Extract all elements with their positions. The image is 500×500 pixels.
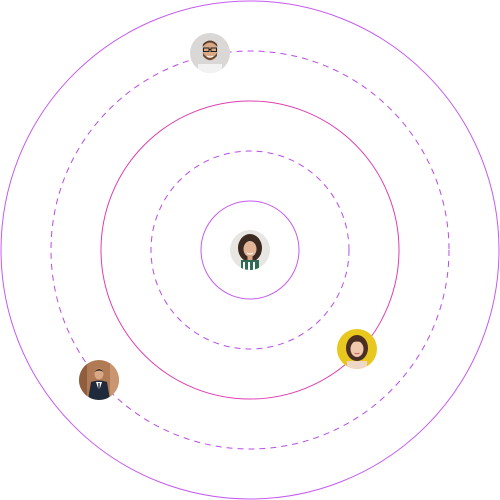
woman-yellow-background-avatar-icon	[337, 329, 377, 369]
man-suit-avatar-icon	[79, 360, 119, 400]
middle-orbit	[100, 100, 400, 400]
outer-dashed-orbit	[50, 50, 450, 450]
center-avatar[interactable]	[230, 230, 270, 270]
man-glasses-beard-avatar-icon	[190, 33, 230, 73]
top-avatar[interactable]	[190, 33, 230, 73]
right-avatar[interactable]	[337, 329, 377, 369]
inner-dashed-orbit	[150, 150, 350, 350]
center-orbit	[200, 200, 300, 300]
woman-curly-hair-avatar-icon	[230, 230, 270, 270]
left-avatar[interactable]	[79, 360, 119, 400]
